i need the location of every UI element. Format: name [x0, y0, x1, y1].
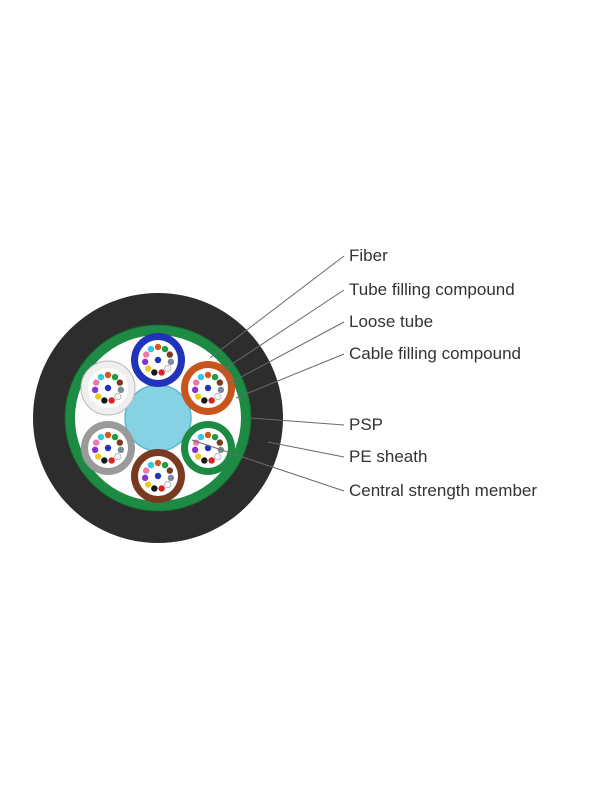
fiber-dot: [104, 431, 112, 439]
fiber-dot: [94, 453, 102, 460]
loose-tube-green: [181, 421, 235, 475]
fiber-dot: [154, 356, 162, 364]
loose-tube-brown: [131, 449, 185, 503]
fiber-dot: [144, 481, 152, 488]
fiber-dot: [151, 485, 158, 492]
fiber-dot: [158, 369, 165, 376]
label-central-strength-member: Central strength member: [349, 481, 538, 500]
fiber-dot: [104, 384, 112, 392]
fiber-dot: [154, 472, 162, 480]
leader-line-fiber: [209, 255, 345, 359]
fiber-dot: [97, 433, 105, 441]
label-pe-sheath: PE sheath: [349, 447, 428, 466]
fiber-dot: [108, 457, 115, 464]
fiber-dot: [94, 393, 102, 400]
fiber-dot: [166, 467, 174, 474]
fiber-dot: [217, 386, 225, 394]
leader-line-tube-filling-compound: [219, 289, 345, 373]
fiber-dot: [114, 393, 122, 401]
fiber-dot: [208, 397, 215, 404]
label-cable-filling-compound: Cable filling compound: [349, 344, 521, 363]
fiber-dot: [142, 467, 150, 474]
central-strength-member: [124, 384, 192, 452]
fiber-dot: [92, 439, 100, 446]
fiber-dot: [97, 373, 105, 381]
fiber-dot: [164, 365, 172, 373]
fiber-dot: [91, 446, 99, 454]
fiber-dot: [158, 485, 165, 492]
fiber-dot: [111, 373, 119, 381]
fiber-dot: [214, 453, 222, 461]
leader-line-central-strength-member: [191, 439, 345, 492]
label-psp: PSP: [349, 415, 384, 434]
fiber-dot: [108, 397, 115, 404]
label-tube-filling-compound: Tube filling compound: [349, 280, 515, 299]
leader-line-psp: [250, 417, 345, 426]
fiber-dot: [194, 393, 202, 400]
leader-line-loose-tube: [227, 321, 345, 385]
loose-tube-orange: [181, 361, 235, 415]
fiber-dot: [144, 365, 152, 372]
fiber-dot: [141, 358, 149, 366]
fiber-dot: [154, 343, 162, 351]
fiber-dot: [147, 461, 155, 469]
leader-line-cable-filling-compound: [235, 353, 345, 399]
fiber-dot: [161, 461, 169, 469]
fiber-dot: [101, 397, 108, 404]
fiber-dot: [154, 459, 162, 467]
fiber-dot: [167, 474, 175, 482]
fiber-dot: [151, 369, 158, 376]
fiber-dot: [211, 433, 219, 441]
fiber-dot: [201, 397, 208, 404]
leader-line-pe-sheath: [267, 441, 345, 458]
fiber-dot: [191, 446, 199, 454]
fiber-dot: [164, 481, 172, 489]
fiber-dot: [117, 386, 125, 394]
loose-tube-white: [80, 360, 136, 416]
fiber-dot: [114, 453, 122, 461]
fiber-dot: [101, 457, 108, 464]
fiber-dot: [116, 379, 124, 386]
fiber-dot: [141, 474, 149, 482]
fiber-dot: [201, 457, 208, 464]
fiber-dot: [216, 439, 224, 446]
fiber-dot: [104, 371, 112, 379]
fiber-dot: [117, 446, 125, 454]
label-fiber: Fiber: [349, 246, 388, 265]
fiber-dot: [166, 351, 174, 358]
fiber-dot: [167, 358, 175, 366]
fiber-dot: [211, 373, 219, 381]
fiber-dot: [161, 345, 169, 353]
fiber-dot: [147, 345, 155, 353]
fiber-dot: [194, 453, 202, 460]
fiber-dot: [208, 457, 215, 464]
fiber-dot: [191, 386, 199, 394]
fiber-dot: [116, 439, 124, 446]
fiber-dot: [197, 373, 205, 381]
fiber-dot: [104, 444, 112, 452]
loose-tube-blue: [131, 333, 185, 387]
loose-tube-gray: [81, 421, 135, 475]
fiber-dot: [204, 431, 212, 439]
fiber-dot: [91, 386, 99, 394]
fiber-dot: [192, 379, 200, 386]
label-loose-tube: Loose tube: [349, 312, 434, 331]
fiber-dot: [216, 379, 224, 386]
fiber-dot: [92, 379, 100, 386]
fiber-dot: [111, 433, 119, 441]
fiber-dot: [142, 351, 150, 358]
fiber-dot: [197, 433, 205, 441]
fiber-dot: [214, 393, 222, 401]
fiber-dot: [204, 384, 212, 392]
fiber-dot: [204, 371, 212, 379]
